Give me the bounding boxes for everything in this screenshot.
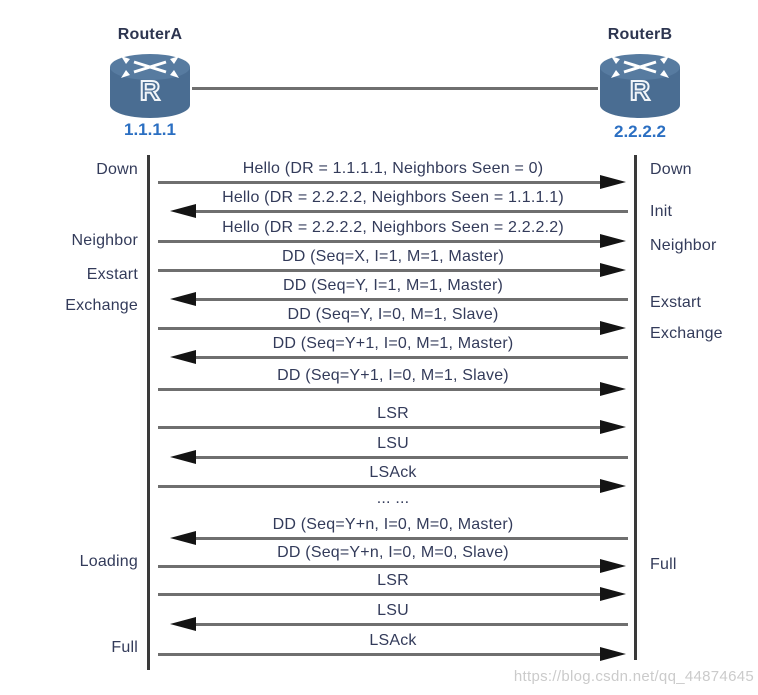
lifeline-router-a xyxy=(147,155,150,670)
router-a-icon: R xyxy=(110,54,190,118)
arrow-right-icon xyxy=(158,263,626,277)
message-label: DD (Seq=Y+1, I=0, M=1, Slave) xyxy=(277,367,509,384)
lifeline-router-b xyxy=(634,155,637,660)
arrow-left-icon xyxy=(170,531,628,545)
svg-text:R: R xyxy=(140,75,160,106)
arrow-right-icon xyxy=(158,559,626,573)
message-label: ... ... xyxy=(376,490,410,507)
arrow-right-icon xyxy=(158,234,626,248)
message-label: DD (Seq=Y, I=0, M=1, Slave) xyxy=(287,306,499,323)
message-label: LSAck xyxy=(369,632,417,649)
state-right-full: Full xyxy=(650,556,677,573)
message-label: Hello (DR = 1.1.1.1, Neighbors Seen = 0) xyxy=(242,160,544,177)
message-row: DD (Seq=Y+1, I=0, M=1, Master) xyxy=(150,335,636,364)
message-row: DD (Seq=Y, I=1, M=1, Master) xyxy=(150,277,636,306)
message-label: Hello (DR = 2.2.2.2, Neighbors Seen = 1.… xyxy=(222,189,564,206)
arrow-left-icon xyxy=(170,204,628,218)
message-label: LSU xyxy=(377,435,409,452)
message-row: DD (Seq=X, I=1, M=1, Master) xyxy=(150,248,636,277)
state-right-neighbor: Neighbor xyxy=(650,237,717,254)
state-left-neighbor: Neighbor xyxy=(71,232,138,249)
message-row: LSR xyxy=(150,405,636,434)
message-label: DD (Seq=X, I=1, M=1, Master) xyxy=(281,248,505,265)
message-row: DD (Seq=Y+n, I=0, M=0, Master) xyxy=(150,516,636,545)
message-label: LSR xyxy=(377,405,409,422)
arrow-right-icon xyxy=(158,175,626,189)
state-left-exstart: Exstart xyxy=(86,266,138,283)
message-label: LSU xyxy=(377,602,409,619)
arrow-left-icon xyxy=(170,450,628,464)
state-right-exchange: Exchange xyxy=(650,325,723,342)
arrow-left-icon xyxy=(170,617,628,631)
arrow-right-icon xyxy=(158,647,626,661)
router-link-line xyxy=(192,87,598,90)
message-label: LSR xyxy=(377,572,409,589)
message-row: LSAck xyxy=(150,464,636,493)
state-left-exchange: Exchange xyxy=(65,297,138,314)
arrow-left-icon xyxy=(170,292,628,306)
arrow-right-icon xyxy=(158,321,626,335)
arrow-right-icon xyxy=(158,587,626,601)
router-b-ip: 2.2.2.2 xyxy=(614,122,666,141)
message-label: Hello (DR = 2.2.2.2, Neighbors Seen = 2.… xyxy=(222,219,564,236)
state-right-init: Init xyxy=(650,203,673,220)
message-row: DD (Seq=Y+1, I=0, M=1, Slave) xyxy=(150,367,636,396)
state-left-down: Down xyxy=(96,161,138,178)
state-left-loading: Loading xyxy=(79,553,138,570)
message-row: LSR xyxy=(150,572,636,601)
state-right-exstart: Exstart xyxy=(650,294,702,311)
router-pinwheel-arrows xyxy=(611,56,669,78)
router-b-name: RouterB xyxy=(607,26,673,43)
state-right-down: Down xyxy=(650,161,692,178)
message-label: DD (Seq=Y+n, I=0, M=0, Slave) xyxy=(277,544,509,561)
message-row: LSAck xyxy=(150,632,636,661)
message-label: DD (Seq=Y, I=1, M=1, Master) xyxy=(282,277,504,294)
message-row: Hello (DR = 2.2.2.2, Neighbors Seen = 1.… xyxy=(150,189,636,218)
message-row: LSU xyxy=(150,435,636,464)
router-a-ip: 1.1.1.1 xyxy=(124,120,176,139)
message-row: LSU xyxy=(150,602,636,631)
arrow-right-icon xyxy=(158,382,626,396)
message-row: DD (Seq=Y+n, I=0, M=0, Slave) xyxy=(150,544,636,573)
router-a-name: RouterA xyxy=(117,26,183,43)
svg-text:R: R xyxy=(630,75,650,106)
arrow-left-icon xyxy=(170,350,628,364)
router-pinwheel-arrows xyxy=(121,56,179,78)
router-b-icon: R xyxy=(600,54,680,118)
arrow-right-icon xyxy=(158,479,626,493)
state-left-full: Full xyxy=(111,639,138,656)
message-row: DD (Seq=Y, I=0, M=1, Slave) xyxy=(150,306,636,335)
message-label: DD (Seq=Y+1, I=0, M=1, Master) xyxy=(272,335,514,352)
message-row: Hello (DR = 1.1.1.1, Neighbors Seen = 0) xyxy=(150,160,636,189)
message-row: Hello (DR = 2.2.2.2, Neighbors Seen = 2.… xyxy=(150,219,636,248)
arrow-right-icon xyxy=(158,420,626,434)
message-label: LSAck xyxy=(369,464,417,481)
watermark: https://blog.csdn.net/qq_44874645 xyxy=(513,668,754,685)
message-row-ellipsis: ... ... xyxy=(150,490,636,516)
message-label: DD (Seq=Y+n, I=0, M=0, Master) xyxy=(272,516,514,533)
